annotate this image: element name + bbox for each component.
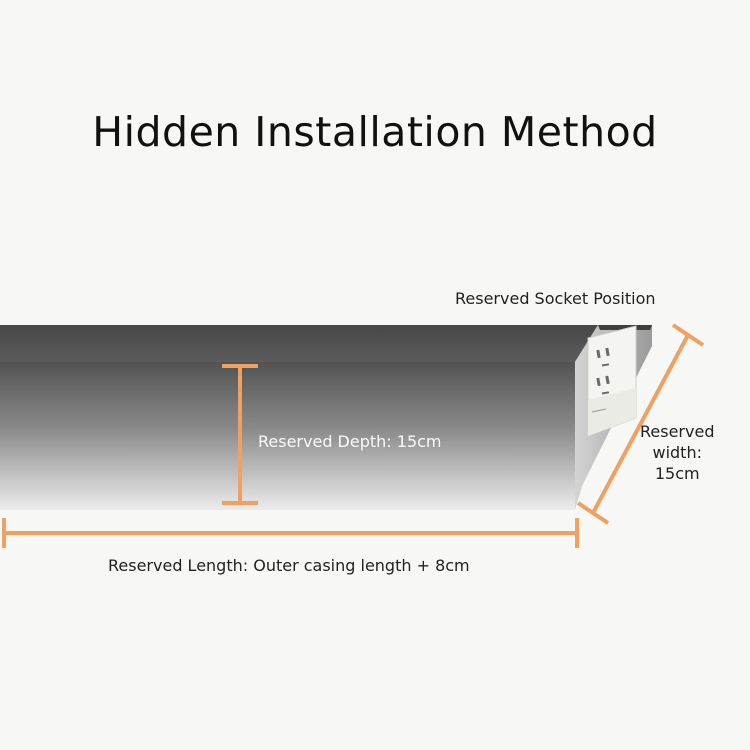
- depth-dimension: [222, 364, 258, 505]
- depth-label: Reserved Depth: 15cm: [258, 432, 442, 451]
- recess-back-wall: [0, 362, 575, 510]
- recess-ceiling: [0, 325, 598, 362]
- reserved-socket: [587, 325, 637, 437]
- length-label: Reserved Length: Outer casing length + 8…: [108, 556, 470, 575]
- width-dimension: [576, 323, 705, 525]
- length-dimension: [2, 518, 579, 548]
- width-label: Reserved width: 15cm: [640, 422, 715, 483]
- socket-holes-icon: [596, 347, 610, 395]
- page-title: Hidden Installation Method: [92, 108, 658, 156]
- socket-position-label: Reserved Socket Position: [455, 289, 656, 308]
